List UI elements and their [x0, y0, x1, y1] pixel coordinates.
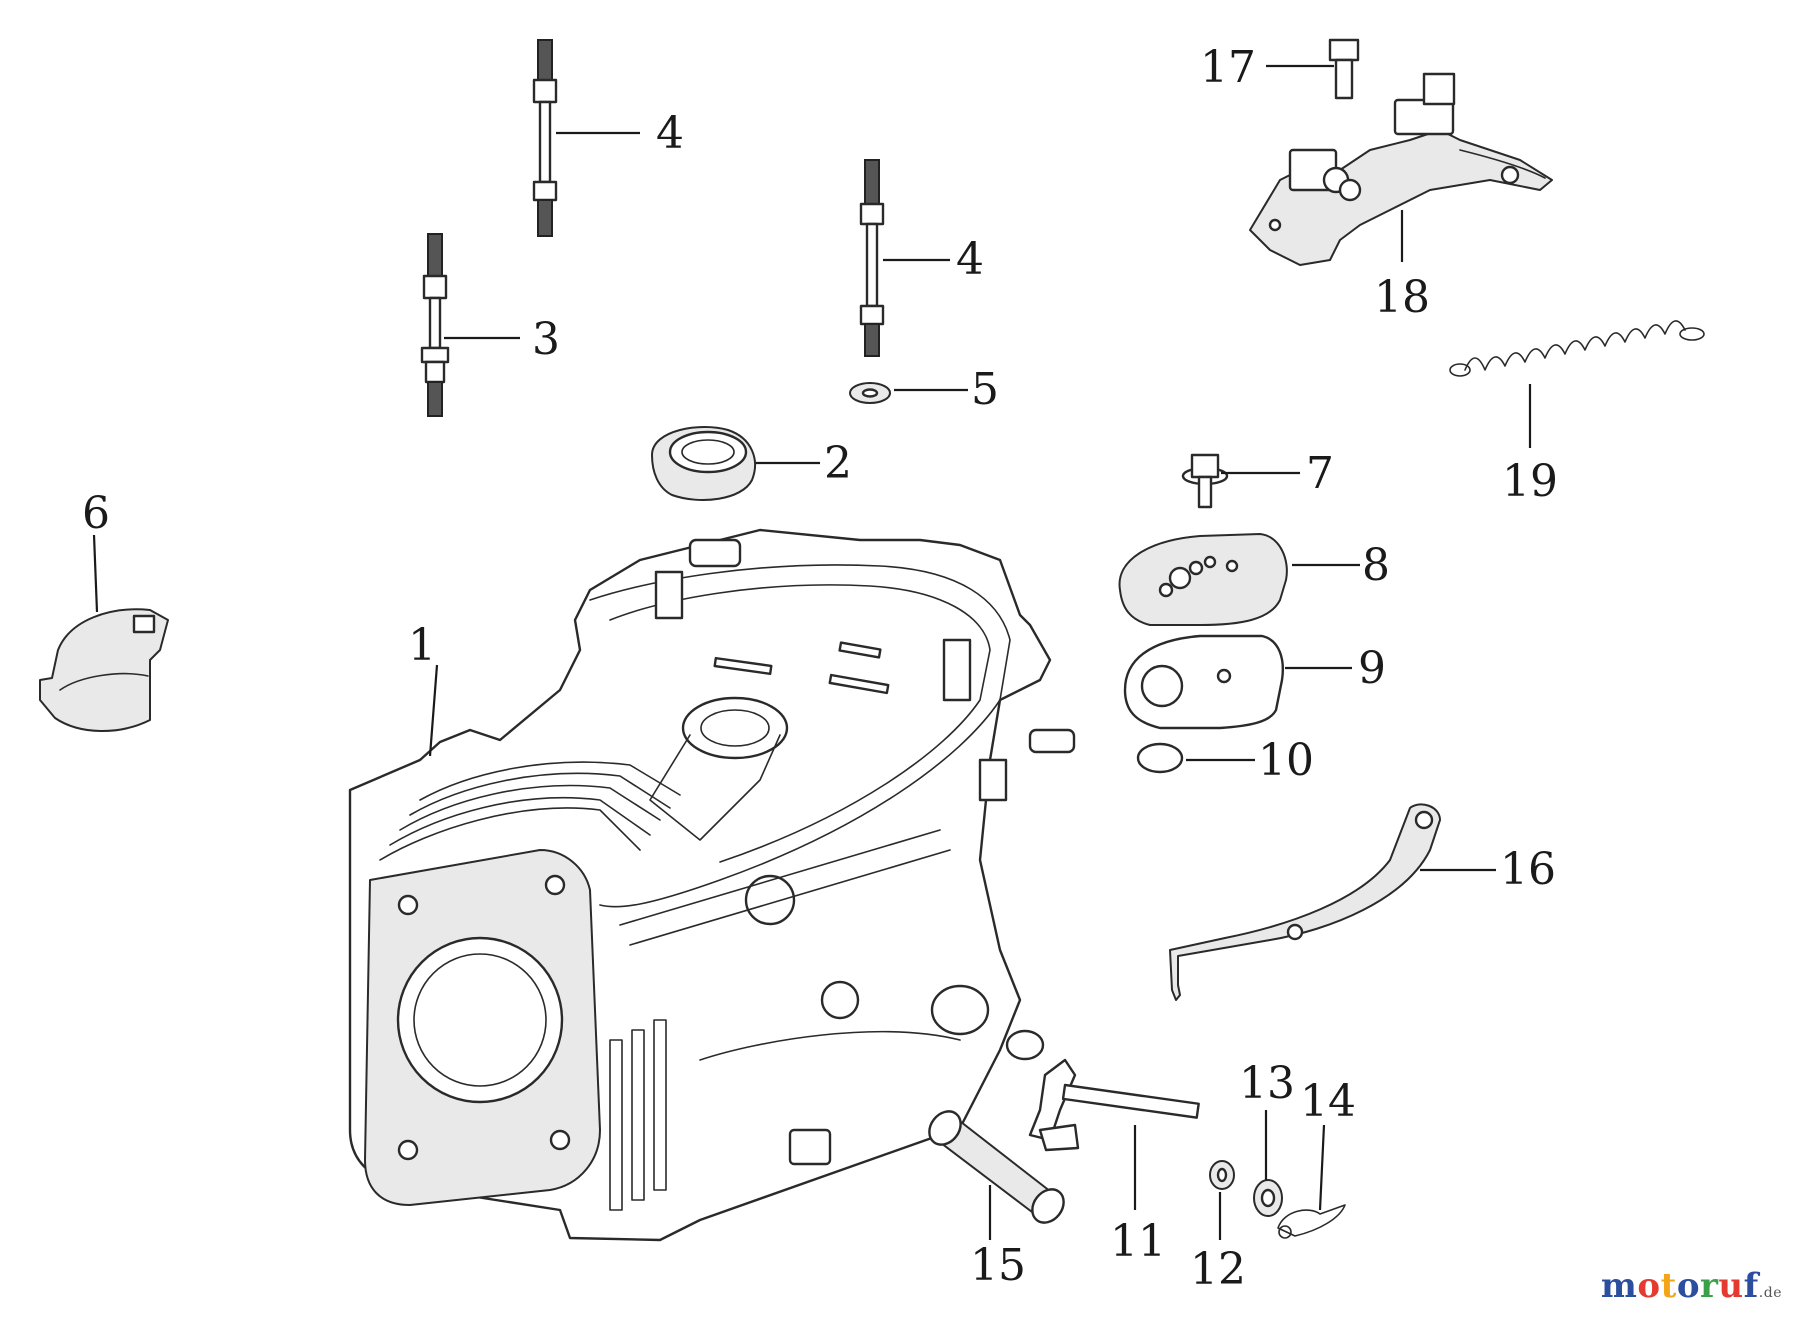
watermark-letter-o2: o: [1676, 1266, 1700, 1306]
watermark-letter-f: f: [1743, 1266, 1759, 1306]
callout-labels: 1 2 3 4 4 5 6 7 8 9 10 11 12 13 14 15 16…: [82, 42, 1558, 1295]
callout-15: 15: [970, 1240, 1026, 1291]
washer-part-12: [1209, 1160, 1235, 1190]
breather-plate-part-8: [1118, 533, 1288, 626]
callout-16: 16: [1500, 844, 1556, 895]
callout-10: 10: [1258, 735, 1314, 786]
watermark-logo: motoruf.de: [1601, 1266, 1782, 1306]
leader-1: [428, 664, 439, 757]
washer-part-5: [849, 382, 891, 404]
governor-shaft-part-11: [1028, 1058, 1200, 1152]
watermark-letter-r: r: [1700, 1266, 1719, 1306]
callout-7: 7: [1306, 448, 1334, 499]
watermark-letter-m: m: [1600, 1266, 1638, 1306]
callout-1: 1: [408, 620, 436, 671]
stud-bolt-part-3: [420, 233, 450, 417]
callout-4b: 4: [956, 234, 984, 285]
leader-6: [92, 534, 99, 613]
watermark-letter-t: t: [1660, 1266, 1677, 1306]
callout-9: 9: [1358, 643, 1386, 694]
guide-plate-part-16: [1169, 803, 1441, 1001]
watermark-letter-u: u: [1718, 1266, 1744, 1306]
disc-part-10: [1136, 742, 1184, 774]
gasket-part-9: [1123, 634, 1284, 730]
nut-part-13: [1253, 1179, 1283, 1217]
leader-lines: [92, 64, 1532, 1240]
callout-17: 17: [1200, 42, 1256, 93]
callout-19: 19: [1502, 456, 1558, 507]
bolt-part-17: [1328, 38, 1360, 100]
watermark-letter-o1: o: [1637, 1266, 1661, 1306]
callout-13: 13: [1239, 1058, 1295, 1109]
callout-2: 2: [824, 438, 852, 489]
callout-4a: 4: [656, 108, 684, 159]
leader-14: [1318, 1124, 1326, 1211]
dowel-sleeve-part-15: [928, 1110, 1065, 1224]
crankcase-part-1: [348, 528, 1076, 1242]
callout-8: 8: [1362, 540, 1390, 591]
governor-bracket-part-18: [1249, 72, 1553, 266]
stud-bolt-part-4: [532, 39, 558, 237]
spring-part-19: [1449, 320, 1705, 377]
callout-12: 12: [1190, 1244, 1246, 1295]
oil-seal-part-2: [651, 426, 756, 501]
cover-plate-part-6: [39, 608, 169, 732]
watermark-suffix: .de: [1758, 1285, 1782, 1301]
callout-18: 18: [1374, 272, 1430, 323]
callout-3: 3: [532, 314, 560, 365]
flange-bolt-part-7: [1181, 453, 1229, 509]
stud-bolt-part-4-b: [859, 159, 885, 357]
clip-part-14: [1277, 1204, 1346, 1239]
callout-6: 6: [82, 488, 110, 539]
callout-14: 14: [1300, 1076, 1356, 1127]
callout-11: 11: [1110, 1216, 1166, 1267]
callout-5: 5: [971, 364, 999, 415]
